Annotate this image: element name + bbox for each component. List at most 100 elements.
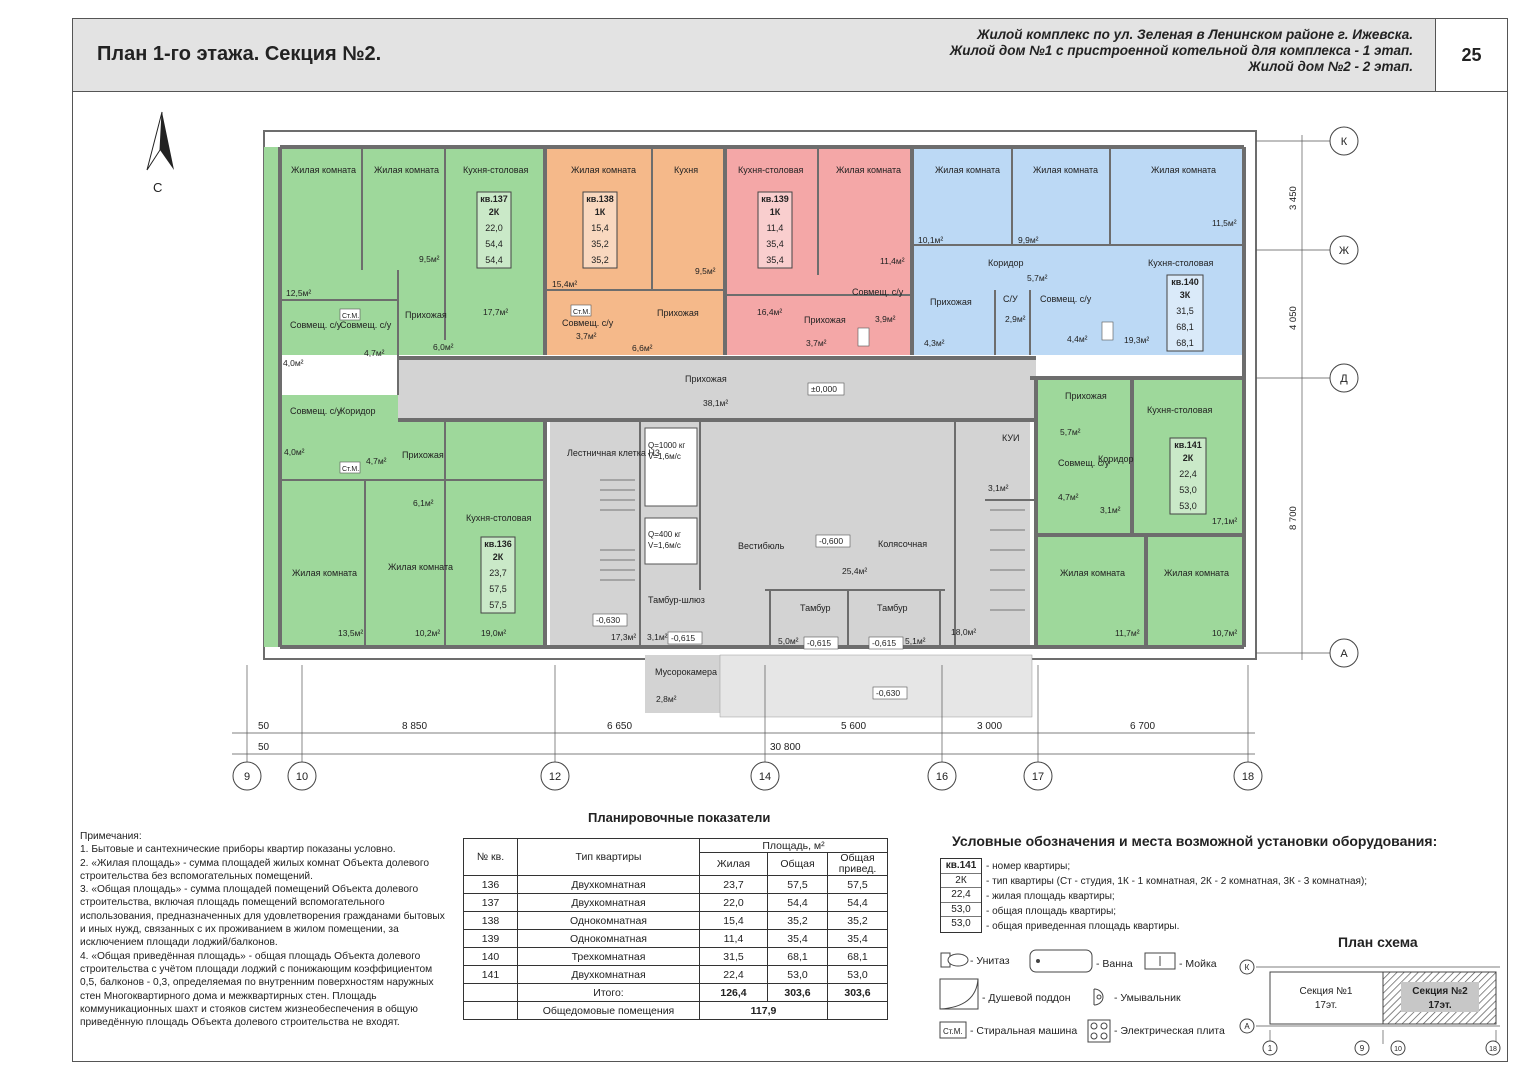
legend-toilet: - Унитаз <box>970 955 1010 967</box>
sheet-header: План 1-го этажа. Секция №2. Жилой компле… <box>72 18 1508 92</box>
dimension-label: 3 450 <box>1288 186 1299 210</box>
area-label: 4,4м² <box>1067 334 1088 344</box>
apartment-info-138: кв.138 1К 15,4 35,2 35,2 <box>582 191 618 269</box>
area-label: 17,7м² <box>483 307 508 317</box>
room-label: Прихожая <box>685 374 727 384</box>
legend-desc: - тип квартиры (Ст - студия, 1К - 1 комн… <box>986 876 1368 887</box>
room-label: Прихожая <box>402 450 444 460</box>
area-label: 9,9м² <box>1018 235 1039 245</box>
page-number: 25 <box>1435 19 1507 91</box>
area-label: 4,3м² <box>924 338 945 348</box>
level-mark: ±0,000 <box>811 384 837 394</box>
level-mark: -0,630 <box>876 688 900 698</box>
svg-text:кв.140: кв.140 <box>1171 277 1199 287</box>
room-label: Совмещ. с/у <box>562 318 614 328</box>
note-item: 3. «Общая площадь» - сумма площадей поме… <box>80 884 445 949</box>
room-label: Совмещ. с/у <box>290 320 342 330</box>
svg-text:57,5: 57,5 <box>489 584 507 594</box>
col-header: № кв. <box>463 838 518 876</box>
dimension-label: 50 <box>258 742 270 753</box>
axis-label: А <box>1340 648 1348 660</box>
area-label: 10,2м² <box>415 628 440 638</box>
area-label: 3,7м² <box>576 331 597 341</box>
area-label: 4,0м² <box>284 447 305 457</box>
room-label: Кухня-столовая <box>1148 258 1213 268</box>
axis-label: 18 <box>1242 771 1254 783</box>
area-label: 11,4м² <box>880 256 905 266</box>
room-label: Прихожая <box>1065 391 1107 401</box>
room-label: Жилая комната <box>1033 165 1098 175</box>
room-label: Жилая комната <box>1151 165 1216 175</box>
svg-text:31,5: 31,5 <box>1176 306 1194 316</box>
area-label: 4,7м² <box>1058 492 1079 502</box>
apartment-info-141: кв.141 2К 22,4 53,0 53,0 <box>1169 437 1207 515</box>
area-label: 11,7м² <box>1115 628 1140 638</box>
apartment-141-zone <box>1036 378 1244 647</box>
level-mark: -0,615 <box>671 633 695 643</box>
room-label: Прихожая <box>405 310 447 320</box>
area-label: 3,7м² <box>806 338 827 348</box>
washer-mark: Ст.М. <box>342 466 359 473</box>
area-label: 5,1м² <box>905 636 926 646</box>
room-label: Совмещ. с/у <box>340 320 392 330</box>
room-label: Кухня-столовая <box>1147 405 1212 415</box>
area-label: 17,3м² <box>611 632 636 642</box>
area-label: 13,5м² <box>338 628 363 638</box>
svg-text:1К: 1К <box>595 207 606 217</box>
svg-text:2К: 2К <box>493 552 504 562</box>
room-label: Совмещ. с/у <box>1058 458 1110 468</box>
north-arrow-icon: С <box>146 111 174 195</box>
room-label: Кухня-столовая <box>463 165 528 175</box>
apartment-136-zone <box>280 395 545 647</box>
area-label: 16,4м² <box>757 307 782 317</box>
legend-desc: - номер квартиры; <box>986 861 1071 872</box>
apartment-info-136: кв.136 2К 23,7 57,5 57,5 <box>480 536 516 614</box>
legend-sample-box: кв.141 2К 22,4 53,0 53,0 <box>940 858 982 933</box>
apartment-info-140: кв.140 3К 31,5 68,1 68,1 <box>1166 274 1204 352</box>
room-label: Коридор <box>1098 454 1134 464</box>
svg-text:22,0: 22,0 <box>485 223 503 233</box>
area-label: 4,0м² <box>283 358 304 368</box>
area-label: 18,0м² <box>951 627 976 637</box>
room-label: Жилая комната <box>292 568 357 578</box>
room-label: Колясочная <box>878 539 927 549</box>
area-label: 10,1м² <box>918 235 943 245</box>
svg-text:54,4: 54,4 <box>485 255 503 265</box>
svg-text:кв.141: кв.141 <box>1174 440 1202 450</box>
col-header: Общая <box>767 852 828 876</box>
washer-mark: Ст.М. <box>342 313 359 320</box>
svg-text:22,4: 22,4 <box>1179 469 1197 479</box>
room-label: Жилая комната <box>1164 568 1229 578</box>
area-label: 9,5м² <box>695 266 716 276</box>
apartment-info-137: кв.137 2К 22,0 54,4 54,4 <box>476 191 512 269</box>
legend-title: Условные обозначения и места возможной у… <box>952 833 1438 849</box>
scheme-title: План схема <box>1338 934 1418 950</box>
area-label: 2,9м² <box>1005 314 1026 324</box>
area-label: 6,1м² <box>413 498 434 508</box>
svg-text:кв.137: кв.137 <box>480 194 508 204</box>
svg-text:35,4: 35,4 <box>766 255 784 265</box>
svg-text:35,4: 35,4 <box>766 239 784 249</box>
subtitle-line-3: Жилой дом №2 - 2 этап. <box>1248 59 1413 74</box>
area-label: 5,0м² <box>778 636 799 646</box>
room-label: Лестничная клетка Н3 <box>567 448 660 458</box>
lobby-zone <box>550 420 1030 648</box>
room-label: Кухня-столовая <box>738 165 803 175</box>
area-label: 3,1м² <box>988 483 1009 493</box>
legend-desc: - общая площадь квартиры; <box>986 906 1117 917</box>
svg-text:2К: 2К <box>1183 453 1194 463</box>
elevator-2-capacity: Q=400 кг <box>648 530 681 539</box>
room-label: КУИ <box>1002 433 1020 443</box>
svg-text:11,4: 11,4 <box>767 223 784 233</box>
area-label: 19,0м² <box>481 628 506 638</box>
area-label: 6,0м² <box>433 342 454 352</box>
dimension-label: 3 000 <box>977 721 1002 732</box>
room-label: Совмещ. с/у <box>852 287 904 297</box>
svg-text:3К: 3К <box>1180 290 1191 300</box>
legend-desc: - жилая площадь квартиры; <box>986 891 1115 902</box>
axis-label: 12 <box>549 771 561 783</box>
svg-text:кв.136: кв.136 <box>484 539 512 549</box>
